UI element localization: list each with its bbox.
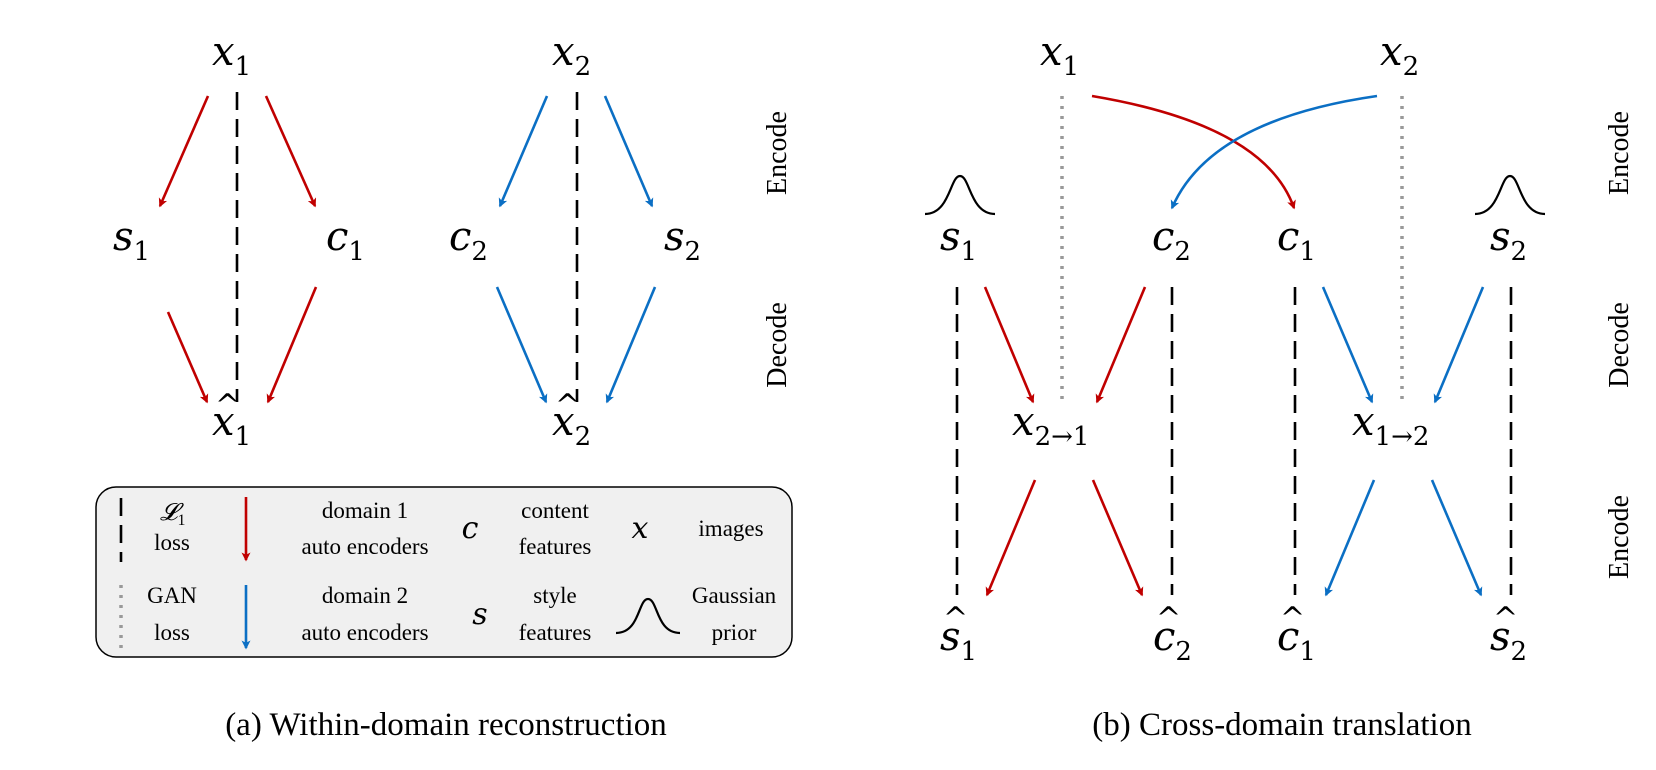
node-b-chat2: c2 (1153, 614, 1192, 667)
legend-domain2-line1: domain 2 (322, 583, 408, 608)
legend-style-line2: features (519, 620, 592, 645)
arrow-x2-c2-cross (1170, 94, 1378, 210)
legend-images-text: images (698, 516, 763, 541)
arrow-s1-x21 (983, 286, 1035, 404)
legend-images-symbol: x (632, 511, 649, 546)
arrow-x2-c2 (498, 95, 549, 208)
legend-gaussian-icon (615, 597, 681, 635)
arrow-c2-xhat2 (495, 286, 548, 404)
arrow-x1-c1-cross (1091, 94, 1296, 210)
legend-style-symbol: s (472, 597, 487, 632)
node-a-s1: s1 (113, 214, 150, 267)
legend-style-line1: style (533, 583, 576, 608)
node-b-c2: c2 (1152, 214, 1191, 267)
panel-b: x1 x2 s1 c2 c1 s2 x2→1 x1→2 s1 ^ c2 ^ c1… (924, 29, 1635, 743)
caption-a: (a) Within-domain reconstruction (225, 707, 667, 743)
legend-gan-line1: GAN (147, 583, 197, 608)
arrow-s2-x12 (1433, 286, 1485, 404)
legend-domain1-line1: domain 1 (322, 498, 408, 523)
node-b-x1: x1 (1040, 29, 1079, 82)
node-b-chat1: c1 (1277, 614, 1316, 667)
arrow-s2-xhat2 (605, 286, 657, 404)
arrow-x12-chat1 (1324, 479, 1376, 597)
legend-content-line1: content (521, 498, 589, 523)
node-a-c1: c1 (326, 214, 365, 267)
legend: 𝓛1 loss GAN loss domain 1 auto encoders … (95, 486, 793, 658)
arrow-x2-s2 (603, 95, 654, 208)
node-b-x21: x2→1 (1012, 399, 1089, 452)
legend-domain2-line2: auto encoders (301, 620, 428, 645)
legend-content-symbol: c (462, 511, 479, 546)
legend-gaussian-line2: prior (712, 620, 757, 645)
node-b-shat1-hat: ^ (943, 601, 968, 636)
gaussian-prior-icon-s2 (1474, 174, 1546, 216)
node-b-chat1-hat: ^ (1280, 601, 1305, 636)
node-a-x1: x1 (212, 29, 251, 82)
legend-l1-text: loss (154, 530, 190, 555)
node-b-x12: x1→2 (1352, 399, 1429, 452)
node-b-x2: x2 (1380, 29, 1419, 82)
legend-domain1-line2: auto encoders (301, 534, 428, 559)
node-b-s2: s2 (1490, 214, 1527, 267)
node-a-xhat2: x2 (552, 399, 591, 452)
node-a-xhat1: x1 (212, 399, 251, 452)
caption-b: (b) Cross-domain translation (1092, 707, 1471, 743)
gaussian-prior-icon-s1 (924, 174, 996, 216)
node-b-chat2-hat: ^ (1156, 601, 1181, 636)
arrow-x12-shat2 (1430, 479, 1483, 597)
legend-gan-line2: loss (154, 620, 190, 645)
legend-gaussian-line1: Gaussian (692, 583, 777, 608)
node-a-x2: x2 (552, 29, 591, 82)
side-label-b-encode: Encode (1604, 111, 1635, 195)
arrow-x1-c1 (264, 95, 317, 208)
side-label-b-decode: Decode (1604, 302, 1635, 388)
arrow-c2-x21 (1095, 286, 1147, 404)
arrow-s1-xhat1 (166, 311, 209, 404)
legend-box (95, 486, 793, 658)
arrow-x21-chat2 (1091, 479, 1144, 597)
side-label-a-decode: Decode (762, 302, 793, 388)
side-label-b-encode2: Encode (1604, 495, 1635, 579)
panel-a: x1 x2 s1 c1 c2 s2 x1 ^ x2 ^ Encode Decod… (95, 29, 793, 743)
arrow-c1-x12 (1321, 286, 1374, 404)
node-b-shat2-hat: ^ (1493, 601, 1518, 636)
arrow-x1-s1 (158, 95, 210, 208)
node-b-shat1: s1 (940, 614, 977, 667)
node-b-shat2: s2 (1490, 614, 1527, 667)
node-b-c1: c1 (1277, 214, 1316, 267)
arrow-x21-shat1 (985, 479, 1037, 597)
side-label-a-encode: Encode (762, 111, 793, 195)
node-a-s2: s2 (664, 214, 701, 267)
node-b-s1: s1 (940, 214, 977, 267)
node-a-c2: c2 (449, 214, 488, 267)
arrow-c1-xhat1 (266, 286, 318, 404)
legend-content-line2: features (519, 534, 592, 559)
